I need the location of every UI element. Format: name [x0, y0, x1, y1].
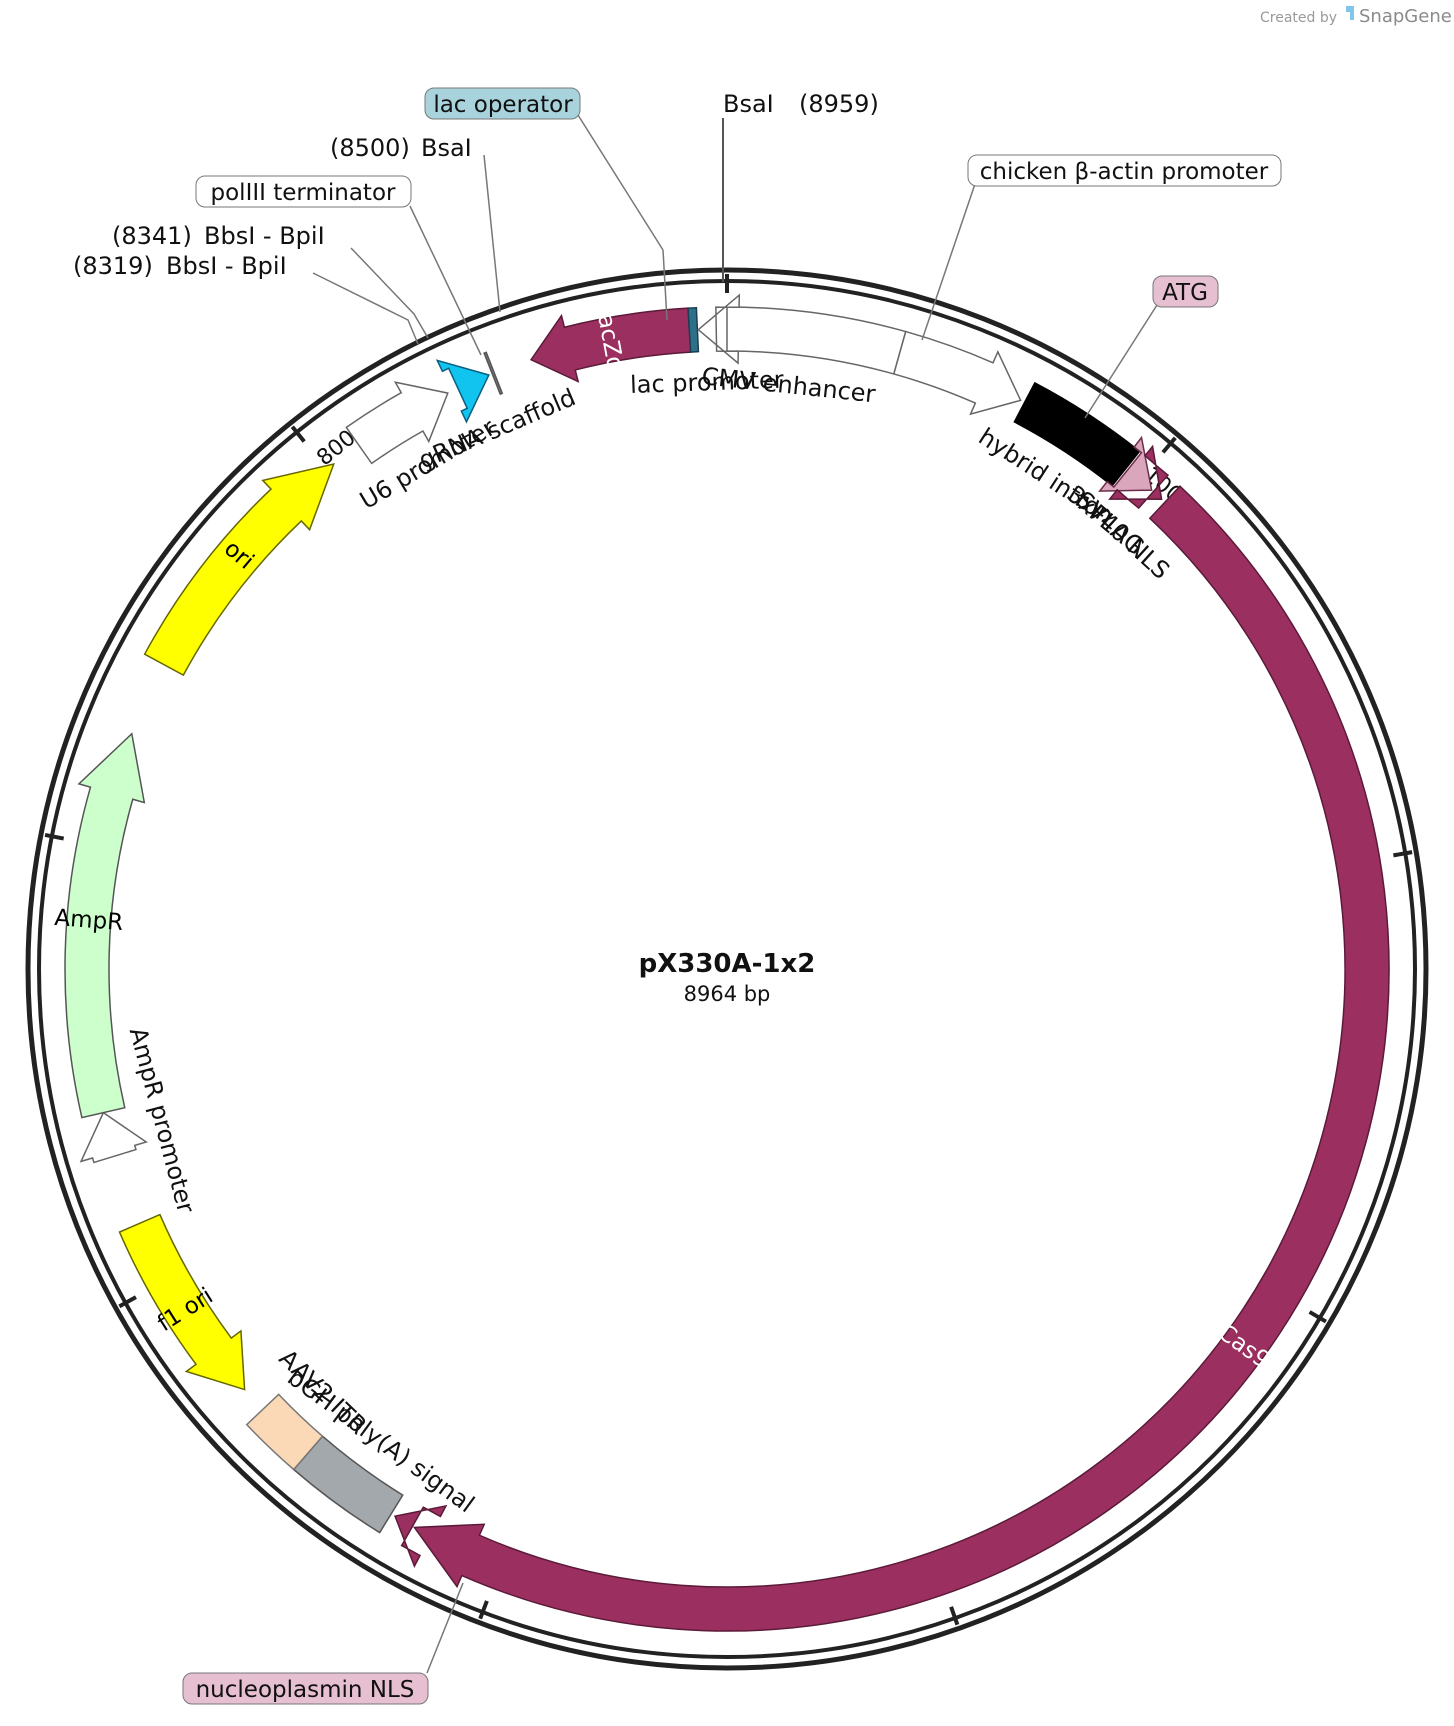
callout-line-bbsi-8319	[312, 272, 419, 345]
callout-bbsi-8341-name[interactable]: BbsI - BpiI	[204, 222, 325, 250]
callout-poliii-terminator: polIII terminator	[211, 180, 396, 206]
callout-bbsi-8319-pos: (8319)	[73, 252, 153, 280]
callout-box-lac-operator[interactable]	[424, 87, 581, 120]
feature-lac-operator[interactable]	[687, 306, 700, 353]
callouts: lac operator BsaI (8959) (8500) BsaI pol…	[73, 87, 1282, 1705]
feature-ampr-promoter[interactable]	[79, 1111, 148, 1164]
feature-lac-promoter[interactable]	[697, 293, 741, 365]
callout-box-chicken-actin[interactable]	[967, 154, 1282, 187]
feature-grna-scaffold[interactable]	[435, 359, 490, 424]
callout-bbsi-8341-pos: (8341)	[112, 222, 192, 250]
callout-bsai-8500-pos: (8500)	[330, 134, 410, 162]
feature-label-cmv-enhancer: CMV enhancer	[700, 362, 877, 408]
callout-line-chicken-actin	[921, 183, 976, 341]
tick-6000	[118, 1295, 137, 1309]
feature-nucleoplasmin-nls[interactable]	[394, 1504, 448, 1568]
feature-label-ampr-promoter: AmpR promoter	[124, 1024, 200, 1216]
feature-sv40-nls[interactable]	[1108, 444, 1170, 510]
callout-line-poliii	[409, 205, 482, 356]
callout-bbsi-8319-name[interactable]: BbsI - BpiI	[166, 252, 287, 280]
tick-2000	[1393, 850, 1413, 858]
plasmid-size: 8964 bp	[684, 982, 771, 1006]
credit-brand: SnapGene	[1359, 6, 1452, 27]
callout-atg: ATG	[1162, 280, 1208, 306]
tick-1000	[1161, 436, 1177, 454]
snapgene-logo-icon	[1346, 6, 1354, 20]
feature-inner-label-ampr: AmpR	[54, 905, 124, 936]
callout-bsai-8500-name[interactable]: BsaI	[421, 134, 472, 162]
feature-cmv-enhancer[interactable]	[726, 306, 907, 375]
feature-poliii-terminator[interactable]	[483, 351, 504, 396]
callout-lac-operator: lac operator	[433, 92, 573, 118]
feature-aav2-itr[interactable]	[245, 1393, 324, 1471]
callout-bsai-8959-name[interactable]: BsaI	[723, 90, 774, 118]
tick-4000	[949, 1606, 960, 1626]
feature-3xflag[interactable]	[1098, 435, 1153, 492]
tick-7000	[44, 832, 65, 841]
plasmid-name: pX330A-1x2	[639, 949, 816, 979]
callout-line-nucleoplasmin	[426, 1582, 464, 1674]
callout-line-bsai-8500	[483, 154, 501, 313]
callout-line-lac-operator	[577, 114, 664, 251]
callout-box-nucleoplasmin-nls[interactable]	[182, 1672, 429, 1705]
tick-5000	[478, 1600, 489, 1620]
callout-line-atg	[1084, 304, 1158, 419]
credit-created-by: Created by	[1260, 10, 1337, 26]
feature-label-sv40-nls: SV40 NLS	[1070, 486, 1175, 585]
feature-ampr[interactable]	[64, 732, 146, 1119]
callout-line-bbsi-8341	[350, 247, 429, 339]
feature-cas9[interactable]	[412, 485, 1390, 1632]
feature-label-lac-promoter: lac promoter	[630, 366, 785, 399]
callout-nucleoplasmin-nls: nucleoplasmin NLS	[196, 1677, 415, 1703]
feature-u6-promoter[interactable]	[345, 381, 449, 465]
feature-ori[interactable]	[143, 463, 335, 677]
feature-f1-ori[interactable]	[118, 1213, 246, 1391]
callout-chicken-actin: chicken β-actin promoter	[980, 159, 1269, 185]
feature-chicken-actin-promoter[interactable]	[892, 330, 1022, 416]
tick-3000	[1308, 1310, 1327, 1324]
callout-box-atg[interactable]	[1152, 275, 1219, 308]
callout-bsai-8959-pos: (8959)	[799, 90, 879, 118]
callout-box-poliii-terminator[interactable]	[195, 175, 412, 208]
tick-8000	[290, 425, 306, 443]
